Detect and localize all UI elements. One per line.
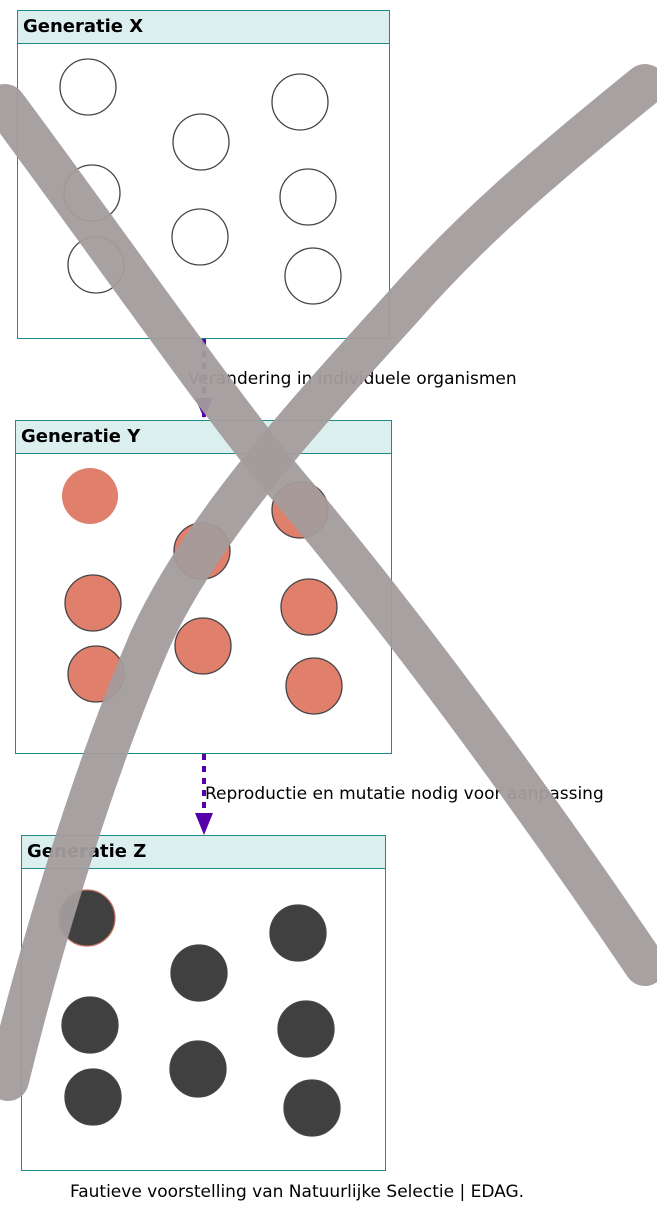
arrowhead-icon: [195, 813, 213, 835]
organism-circle: [61, 996, 119, 1054]
cross-stroke-2: [0, 64, 657, 1101]
organism-circle: [62, 468, 118, 524]
organism-circle: [59, 58, 117, 116]
caption: Fautieve voorstelling van Natuurlijke Se…: [70, 1182, 525, 1202]
organism-circle: [172, 113, 230, 171]
organism-circle: [283, 1079, 341, 1137]
organism-circle: [169, 1040, 227, 1098]
organism-circle: [174, 617, 232, 675]
organism-circle: [284, 247, 342, 305]
organism-circle: [64, 1068, 122, 1126]
cross-stroke-1: [0, 84, 657, 986]
organism-circle: [64, 574, 122, 632]
organism-circle: [280, 578, 338, 636]
organism-circle: [171, 208, 229, 266]
organism-circle: [279, 168, 337, 226]
generation-y-title: Generatie Y: [16, 421, 391, 454]
organism-circle: [269, 904, 327, 962]
organism-circle: [277, 1000, 335, 1058]
organism-circle: [170, 944, 228, 1002]
organism-circle: [285, 657, 343, 715]
organism-circle: [271, 73, 329, 131]
generation-x-title: Generatie X: [18, 11, 389, 44]
